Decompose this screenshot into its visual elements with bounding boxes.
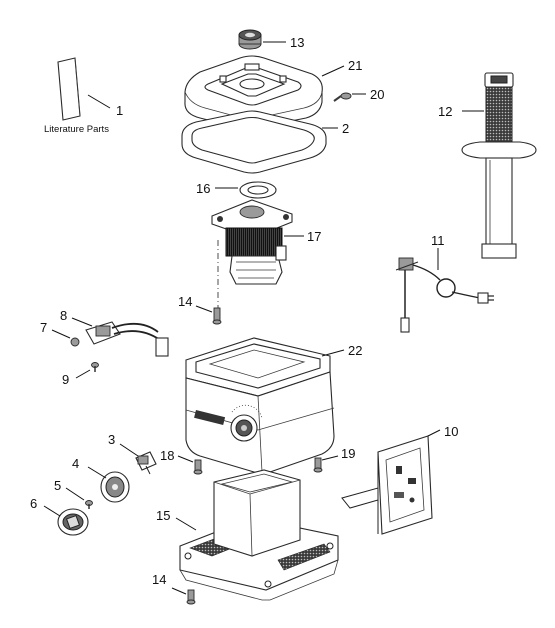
part-20-screw bbox=[333, 92, 352, 102]
callout-9: 9 bbox=[62, 372, 69, 387]
callout-22: 22 bbox=[348, 343, 362, 358]
part-18-screw bbox=[193, 459, 203, 475]
part-4-dial-plate bbox=[100, 471, 130, 503]
part-15-base-foot bbox=[179, 469, 339, 601]
callout-19: 19 bbox=[341, 446, 355, 461]
callout-14-top: 14 bbox=[178, 294, 192, 309]
callout-17: 17 bbox=[307, 229, 321, 244]
part-14-screw-top bbox=[212, 307, 222, 325]
callout-11: 11 bbox=[431, 233, 445, 248]
callout-18: 18 bbox=[160, 448, 174, 463]
part-12-tamper bbox=[461, 72, 537, 259]
part-8-switch-harness bbox=[85, 321, 169, 357]
callout-16: 16 bbox=[196, 181, 210, 196]
callout-2: 2 bbox=[342, 121, 349, 136]
part-2-gasket bbox=[181, 110, 327, 174]
part-17-motor bbox=[211, 199, 293, 285]
part-13-cap bbox=[238, 29, 262, 50]
literature-parts-caption: Literature Parts bbox=[44, 124, 109, 135]
callout-6: 6 bbox=[30, 496, 37, 511]
part-14-screw-bottom bbox=[186, 589, 196, 605]
part-9-screw bbox=[91, 362, 99, 372]
callout-15: 15 bbox=[156, 508, 170, 523]
literature-booklet bbox=[57, 57, 81, 121]
part-5-screw bbox=[85, 500, 93, 509]
part-11-power-cord bbox=[395, 257, 494, 333]
part-21-lid bbox=[184, 55, 323, 130]
callout-10: 10 bbox=[444, 424, 458, 439]
part-10-control-board bbox=[341, 435, 433, 535]
callout-12: 12 bbox=[438, 104, 452, 119]
callout-21: 21 bbox=[348, 58, 362, 73]
callout-20: 20 bbox=[370, 87, 384, 102]
callout-13: 13 bbox=[290, 35, 304, 50]
part-6-knob bbox=[57, 508, 89, 536]
callout-1: 1 bbox=[116, 103, 123, 118]
part-22-base-housing bbox=[185, 337, 335, 474]
part-19-screw bbox=[313, 457, 323, 473]
part-3-switch bbox=[135, 451, 157, 475]
callout-7: 7 bbox=[40, 320, 47, 335]
part-16-washer bbox=[239, 181, 277, 199]
callout-5: 5 bbox=[54, 478, 61, 493]
callout-8: 8 bbox=[60, 308, 67, 323]
callout-4: 4 bbox=[72, 456, 79, 471]
part-7-nut bbox=[70, 337, 80, 347]
callout-14-bottom: 14 bbox=[152, 572, 166, 587]
callout-3: 3 bbox=[108, 432, 115, 447]
